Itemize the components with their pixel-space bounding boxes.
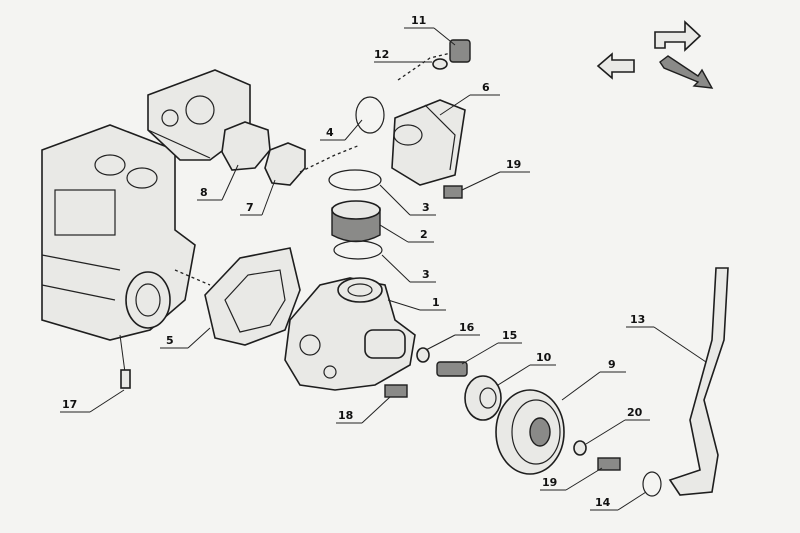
alignment-line	[397, 51, 456, 81]
callout-7: 7	[246, 201, 254, 214]
part-3-ring-lower	[333, 240, 383, 260]
part-18-bolt	[384, 384, 408, 398]
arrow-left-icon	[596, 52, 635, 80]
part-20-washer	[573, 440, 587, 456]
alignment-line	[174, 269, 211, 286]
callout-8: 8	[200, 186, 208, 199]
callout-3-upper: 3	[422, 201, 430, 214]
callout-12: 12	[374, 48, 389, 61]
part-16-washer	[416, 347, 430, 363]
part-5-pump-gasket	[204, 247, 301, 346]
callout-6: 6	[482, 81, 490, 94]
callout-20: 20	[627, 406, 643, 419]
callout-9: 9	[608, 358, 616, 371]
callout-1: 1	[432, 296, 440, 309]
part-19-bolt-upper	[443, 185, 463, 199]
callout-19-lower: 19	[542, 476, 557, 489]
part-10-hub	[464, 375, 502, 421]
arrow-up-right-icon	[654, 20, 702, 52]
part-7-cover	[264, 142, 306, 186]
part-14-clamp	[642, 471, 662, 497]
callout-13: 13	[630, 313, 645, 326]
callout-10: 10	[536, 351, 552, 364]
callout-14: 14	[595, 496, 611, 509]
callout-5: 5	[166, 334, 174, 347]
part-9-pulley	[495, 389, 565, 475]
callout-4: 4	[326, 126, 334, 139]
callout-15: 15	[502, 329, 517, 342]
part-1-water-pump	[284, 277, 416, 391]
alignment-line	[299, 144, 361, 173]
part-2-sleeve	[331, 200, 381, 243]
part-4-o-ring	[355, 96, 385, 134]
callout-11: 11	[411, 14, 426, 27]
callout-17: 17	[62, 398, 77, 411]
part-17-sensor	[120, 369, 131, 389]
callout-16: 16	[459, 321, 475, 334]
callout-labels: 11 12 6 4 19 8 7 3 2 3 1 5 16 15 10 9 13…	[62, 14, 645, 509]
part-12-washer	[432, 58, 448, 70]
part-6-thermostat-housing	[391, 99, 466, 186]
part-13-hose	[668, 267, 729, 496]
part-15-hub-bolt	[436, 361, 468, 377]
callout-2: 2	[420, 228, 428, 241]
leader-lines	[60, 27, 707, 511]
arrow-down-right-icon	[659, 55, 714, 89]
callout-19-upper: 19	[506, 158, 521, 171]
part-19-bolt-lower	[597, 457, 621, 471]
part-11-plug	[449, 39, 471, 63]
callout-3-lower: 3	[422, 268, 430, 281]
part-3-ring-upper	[328, 169, 382, 191]
callout-18: 18	[338, 409, 353, 422]
part-8-gasket	[221, 121, 271, 171]
engine-block	[41, 124, 196, 341]
